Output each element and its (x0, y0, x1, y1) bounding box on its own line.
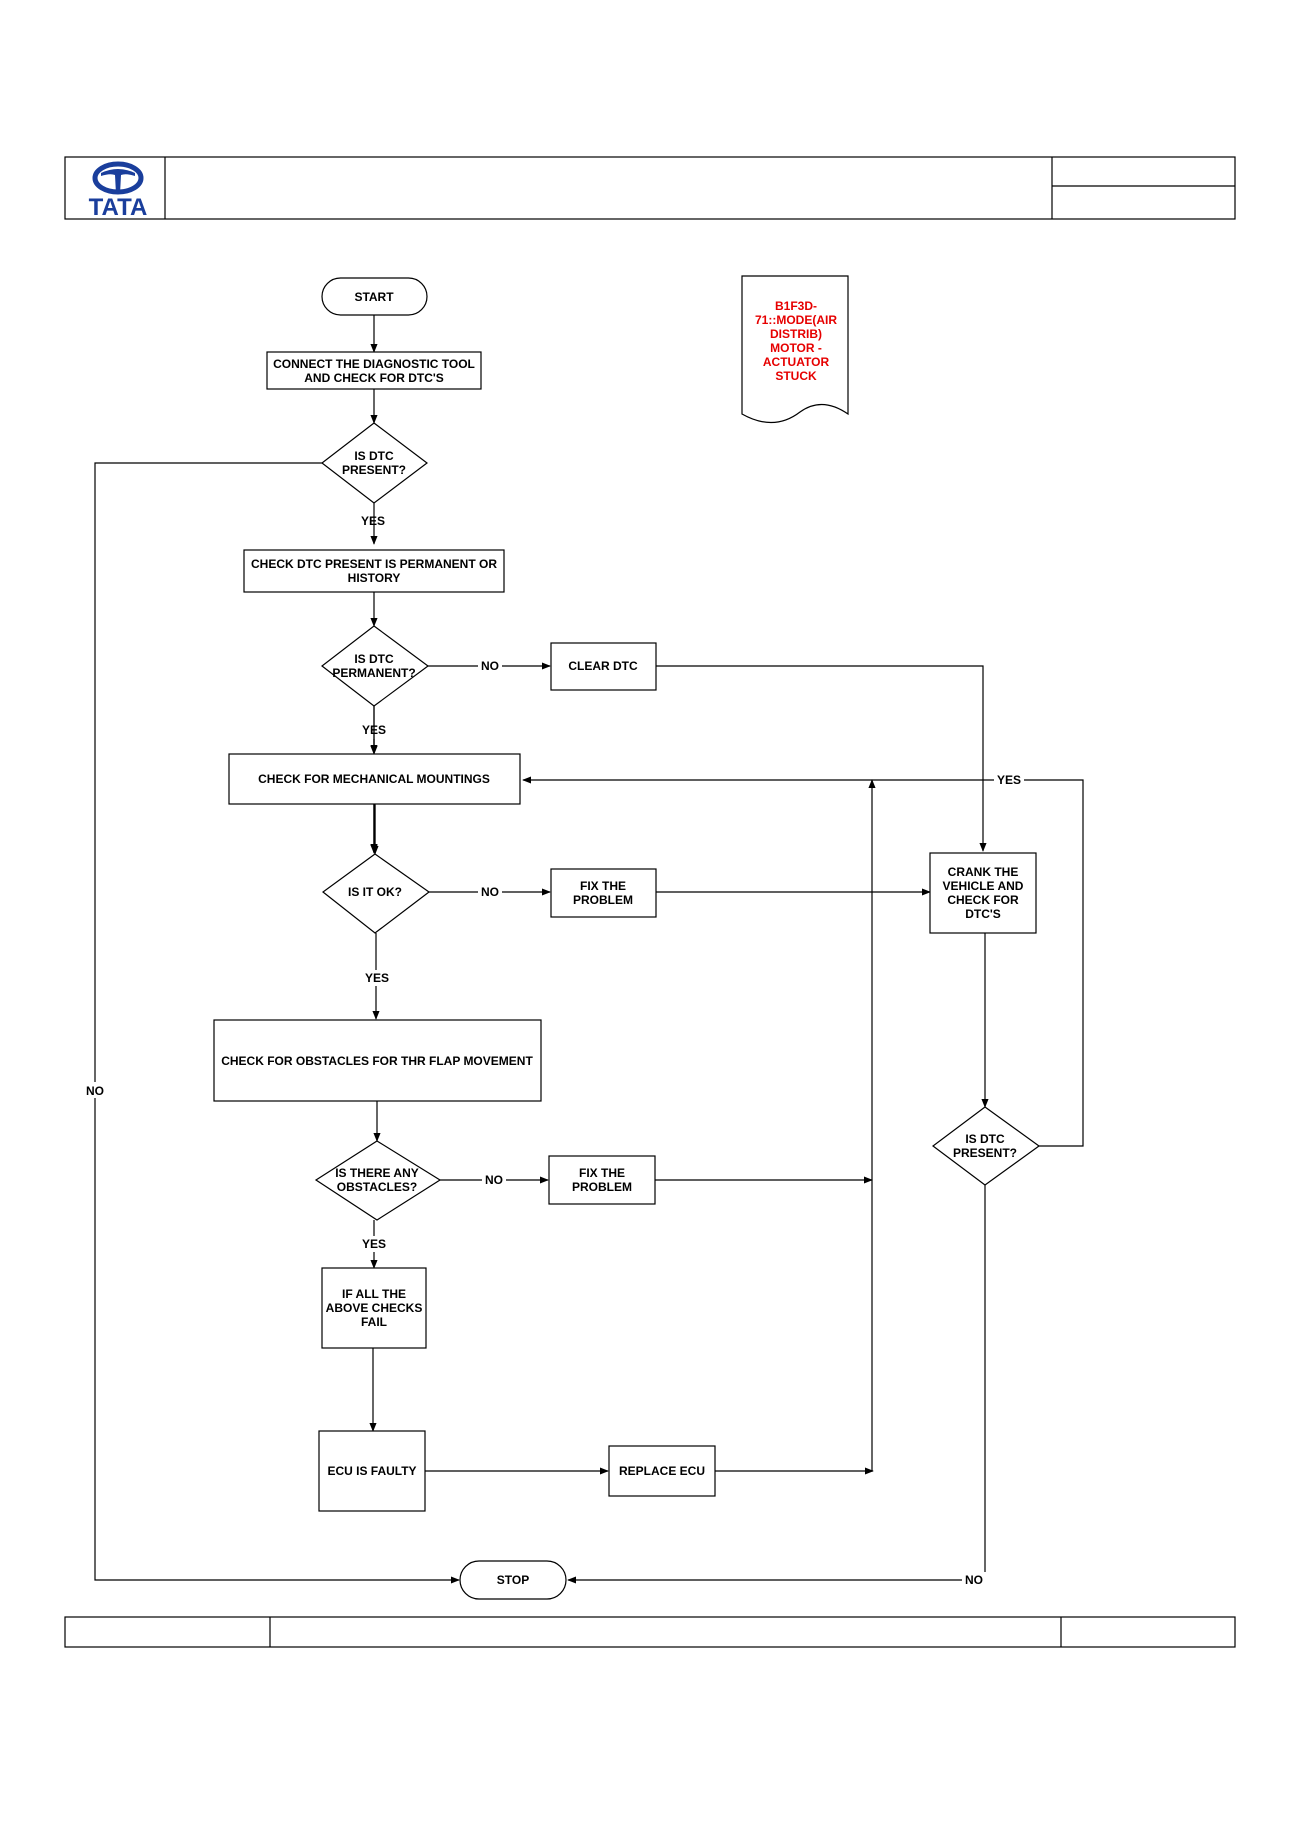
ecu-faulty-label: ECU IS FAULTY (327, 1464, 416, 1478)
all-checks-fail-label-line: IF ALL THE (342, 1287, 406, 1301)
start-terminal (321, 277, 428, 316)
ecu-faulty-box (318, 1430, 426, 1512)
edge-label-no-ok: NO (481, 885, 499, 899)
ecu-faulty-label-line: ECU IS FAULTY (327, 1464, 416, 1478)
replace-ecu-box (608, 1445, 716, 1497)
note-document-shape (741, 275, 849, 424)
any-obstacles-label-line: OBSTACLES? (337, 1180, 417, 1194)
fix-problem-2-label-line: PROBLEM (572, 1180, 632, 1194)
fix-problem-1-box (550, 868, 657, 918)
is-it-ok-label-line: IS IT OK? (348, 885, 402, 899)
note-text-line: MOTOR - (770, 341, 822, 355)
edge-label-no-dtc-present: NO (86, 1084, 104, 1098)
edge-label-no-obstacles: NO (485, 1173, 503, 1187)
connect-tool-box (266, 351, 482, 390)
edge-label-yes-loop: YES (997, 773, 1021, 787)
tata-logo: TATA (89, 161, 148, 221)
logo-wordmark: TATA (89, 194, 148, 221)
note-text-line: STUCK (775, 369, 817, 383)
is-dtc-present-decision (321, 422, 428, 504)
check-permanent-box (243, 549, 505, 593)
connect-tool-label-line: CONNECT THE DIAGNOSTIC TOOL (273, 357, 475, 371)
is-it-ok-label: IS IT OK? (348, 885, 402, 899)
edge-label-yes-permanent: YES (362, 723, 386, 737)
is-it-ok-decision (322, 853, 431, 934)
clear-dtc-label: CLEAR DTC (568, 659, 638, 673)
fix-problem-1-label-line: FIX THE (580, 879, 626, 893)
stop-label: STOP (497, 1573, 529, 1587)
crank-vehicle-label-line: DTC'S (965, 907, 1001, 921)
is-dtc-permanent-decision (321, 625, 430, 707)
crank-vehicle-label-line: VEHICLE AND (943, 879, 1024, 893)
clear-dtc-label-line: CLEAR DTC (568, 659, 638, 673)
is-dtc-present-label-line: PRESENT? (342, 463, 406, 477)
crank-vehicle-label-line: CRANK THE (948, 865, 1019, 879)
is-dtc-present-label-line: IS DTC (354, 449, 394, 463)
fix-problem-1-label-line: PROBLEM (573, 893, 633, 907)
note-text-line: ACTUATOR (763, 355, 830, 369)
edge-label-yes-ok: YES (365, 971, 389, 985)
edge-label-no-stop: NO (965, 1573, 983, 1587)
flow-nodes (213, 277, 1041, 1600)
edge-label-yes-obstacles: YES (362, 1237, 386, 1251)
is-dtc-permanent-label-line: PERMANENT? (332, 666, 415, 680)
check-permanent-label-line: HISTORY (348, 571, 401, 585)
stop-label-line: STOP (497, 1573, 529, 1587)
connectors (94, 315, 1084, 1584)
check-mountings-label-line: CHECK FOR MECHANICAL MOUNTINGS (258, 772, 490, 786)
is-dtc-present-2-label-line: IS DTC (965, 1132, 1005, 1146)
start-label: START (354, 290, 394, 304)
edge-labels: YES NO NO YES YES NO YES NO YES NO (84, 514, 1024, 1588)
check-permanent-label-line: CHECK DTC PRESENT IS PERMANENT OR (251, 557, 497, 571)
connect-tool-label-line: AND CHECK FOR DTC'S (304, 371, 444, 385)
header-frame (64, 156, 1236, 220)
note-text-line: 71::MODE(AIR (755, 313, 837, 327)
is-dtc-permanent-label-line: IS DTC (354, 652, 394, 666)
start-label-line: START (354, 290, 394, 304)
any-obstacles-label-line: IS THERE ANY (335, 1166, 419, 1180)
fix-problem-2-box (548, 1155, 656, 1205)
replace-ecu-label: REPLACE ECU (619, 1464, 705, 1478)
fix-problem-2-label-line: FIX THE (579, 1166, 625, 1180)
edge-label-yes-dtc-present: YES (361, 514, 385, 528)
is-dtc-present-2-decision (932, 1106, 1041, 1186)
check-obstacles-label: CHECK FOR OBSTACLES FOR THR FLAP MOVEMEN… (221, 1054, 533, 1068)
edge-label-no-permanent: NO (481, 659, 499, 673)
crank-vehicle-label-line: CHECK FOR (947, 893, 1019, 907)
check-obstacles-label-line: CHECK FOR OBSTACLES FOR THR FLAP MOVEMEN… (221, 1054, 533, 1068)
crank-vehicle-box (929, 852, 1037, 934)
note-text-line: DISTRIB) (770, 327, 822, 341)
page-footer (64, 1616, 1236, 1648)
page-header: TATA (64, 156, 1236, 221)
all-checks-fail-label-line: FAIL (361, 1315, 387, 1329)
replace-ecu-label-line: REPLACE ECU (619, 1464, 705, 1478)
note-text-line: B1F3D- (775, 299, 817, 313)
tata-logo-emblem-icon (92, 161, 144, 195)
all-checks-fail-box (321, 1267, 427, 1349)
all-checks-fail-label-line: ABOVE CHECKS (326, 1301, 423, 1315)
check-mountings-box (228, 753, 521, 805)
any-obstacles-decision (314, 1140, 442, 1221)
check-obstacles-box (213, 1019, 542, 1102)
footer-frame (64, 1616, 1236, 1648)
is-dtc-present-2-label-line: PRESENT? (953, 1146, 1017, 1160)
clear-dtc-box (550, 642, 657, 691)
check-mountings-label: CHECK FOR MECHANICAL MOUNTINGS (258, 772, 490, 786)
stop-terminal (459, 1560, 567, 1600)
